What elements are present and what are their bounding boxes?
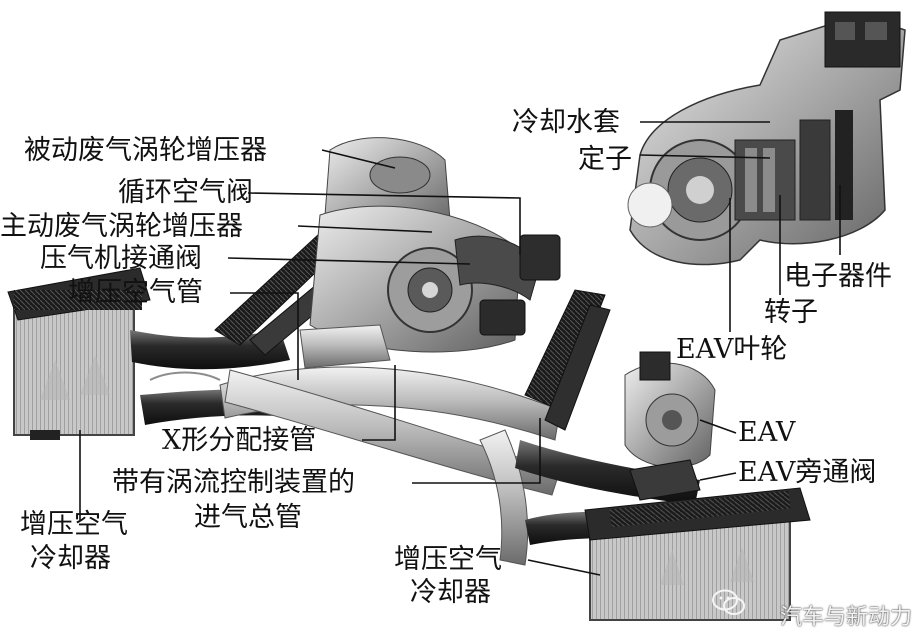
leader-eav-bypass — [699, 472, 737, 481]
watermark-text: 汽车与新动力 — [779, 605, 912, 630]
leader-active-turbo — [297, 225, 433, 233]
label-left-intercooler-line2: 冷却器 — [30, 543, 111, 574]
leader-lines — [79, 121, 841, 576]
label-recirc-valve: 循环空气阀 — [118, 177, 253, 208]
label-electronics: 电子器件 — [784, 261, 892, 292]
label-compressor-connect-valve: 压气机接通阀 — [40, 243, 202, 274]
label-intake-manifold-line2: 进气总管 — [194, 502, 302, 533]
x-manifold-pipes — [219, 366, 561, 566]
label-eav-bypass: EAV旁通阀 — [738, 457, 877, 488]
wechat-icon — [712, 589, 745, 615]
right-intercooler — [584, 487, 811, 621]
eav-unit — [624, 351, 716, 501]
central-turbo-assembly — [299, 137, 561, 369]
label-cooling-jacket: 冷却水套 — [512, 107, 620, 138]
label-active-turbo: 主动废气涡轮增压器 — [0, 211, 243, 242]
leader-stator — [639, 154, 771, 159]
leader-passive-turbo — [321, 149, 396, 169]
right-intake-rail — [524, 289, 611, 431]
label-left-intercooler-line1: 增压空气 — [20, 509, 128, 540]
leader-intake-manifold — [412, 418, 541, 484]
leader-right-cooler — [527, 559, 601, 576]
leader-recirc-valve — [247, 192, 521, 255]
label-eav-impeller: EAV叶轮 — [676, 334, 788, 365]
label-right-intercooler-line2: 冷却器 — [410, 577, 491, 608]
label-rotor: 转子 — [764, 297, 818, 328]
label-passive-turbo: 被动废气涡轮增压器 — [24, 135, 267, 166]
label-intake-manifold-line1: 带有涡流控制装置的 — [112, 467, 355, 498]
leader-charge-pipe — [230, 292, 299, 380]
left-intercooler — [7, 267, 151, 440]
label-right-intercooler-line1: 增压空气 — [394, 544, 502, 575]
leader-compressor-valve — [227, 257, 471, 265]
leader-x-manifold — [362, 365, 396, 441]
label-x-manifold: X形分配接管 — [162, 425, 317, 456]
leader-eav — [699, 419, 737, 434]
label-charge-air-pipe: 增压空气管 — [68, 277, 203, 308]
label-stator: 定子 — [578, 144, 632, 175]
eav-cutaway — [627, 11, 906, 266]
label-eav: EAV — [738, 417, 796, 448]
